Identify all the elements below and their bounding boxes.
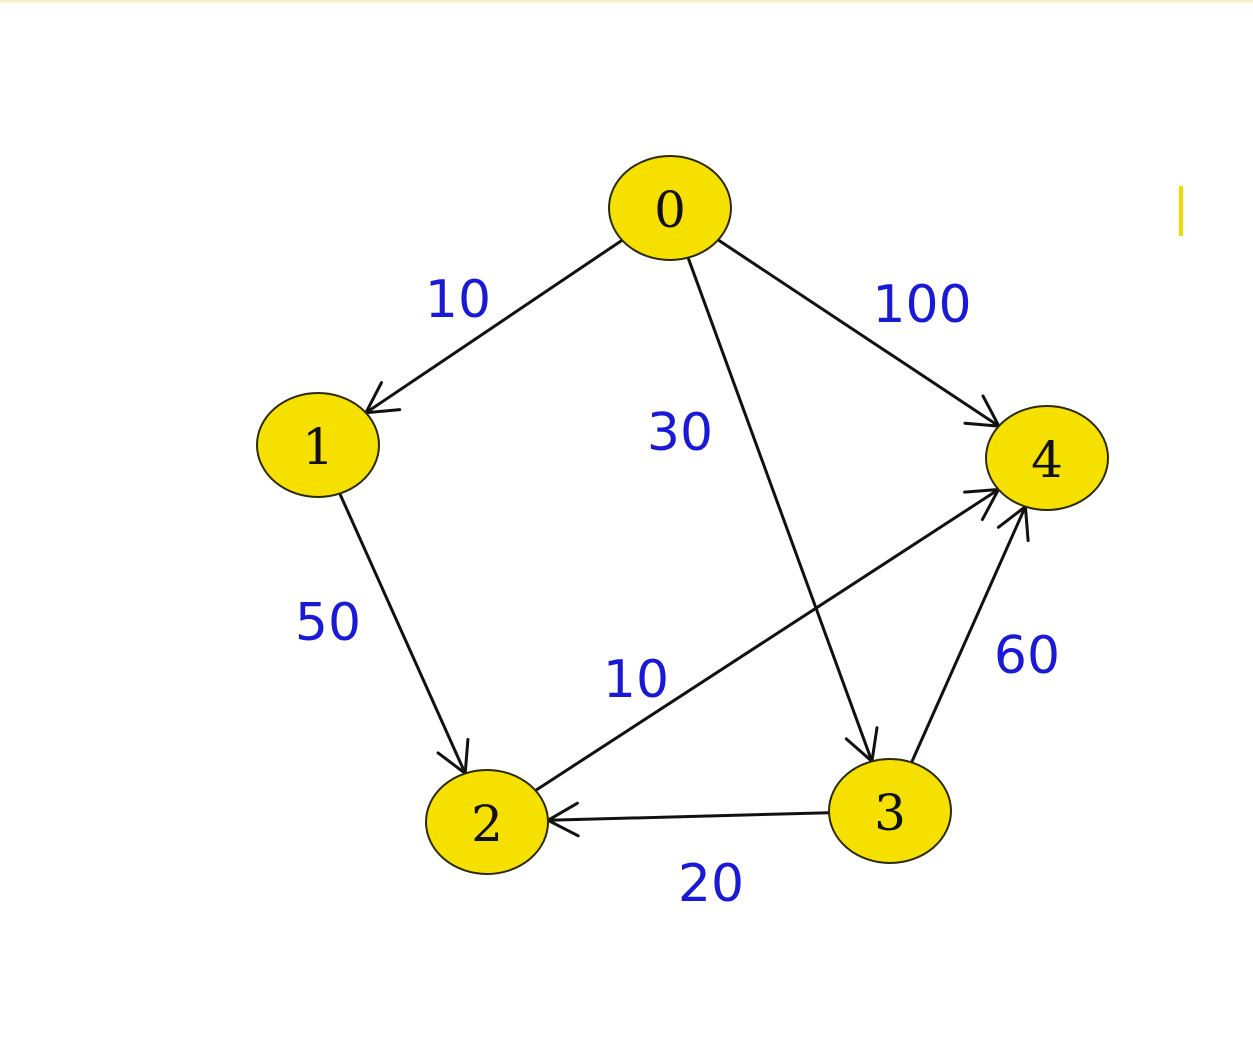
node-circle (608, 155, 732, 261)
edge-0-to-3 (686, 257, 879, 765)
nodes-layer: 0 1 2 3 4 (256, 155, 1109, 875)
node-label: 1 (302, 418, 334, 476)
edge-line (547, 811, 830, 822)
edge-weight-3-4: 60 (994, 626, 1060, 686)
edge-weight-0-3: 30 (647, 403, 713, 463)
edge-line (365, 238, 623, 415)
edge-line (910, 505, 1027, 764)
edge-2-to-4 (534, 487, 1002, 792)
node-circle (425, 769, 549, 875)
node-3: 3 (828, 758, 952, 864)
edge-line (338, 492, 467, 775)
node-circle (256, 392, 380, 498)
node-circle (828, 758, 952, 864)
node-label: 0 (654, 181, 686, 239)
edge-3-to-2 (544, 801, 830, 838)
weights-layer: 10 30 100 50 10 20 60 (295, 270, 1060, 914)
edge-0-to-1 (363, 238, 623, 415)
node-1: 1 (256, 392, 380, 498)
node-label: 3 (874, 784, 906, 842)
edge-weight-2-4: 10 (603, 650, 669, 710)
node-4: 4 (985, 405, 1109, 511)
edge-line (534, 488, 1000, 792)
node-label: 4 (1031, 431, 1063, 489)
node-2: 2 (425, 769, 549, 875)
edge-line (686, 257, 874, 762)
edge-weight-0-4: 100 (872, 275, 971, 335)
node-0: 0 (608, 155, 732, 261)
edge-weight-1-2: 50 (295, 593, 361, 653)
edge-line (717, 238, 1000, 428)
node-label: 2 (471, 795, 503, 853)
node-circle (985, 405, 1109, 511)
edge-weight-0-1: 10 (425, 270, 491, 330)
edge-weight-3-2: 20 (678, 854, 744, 914)
